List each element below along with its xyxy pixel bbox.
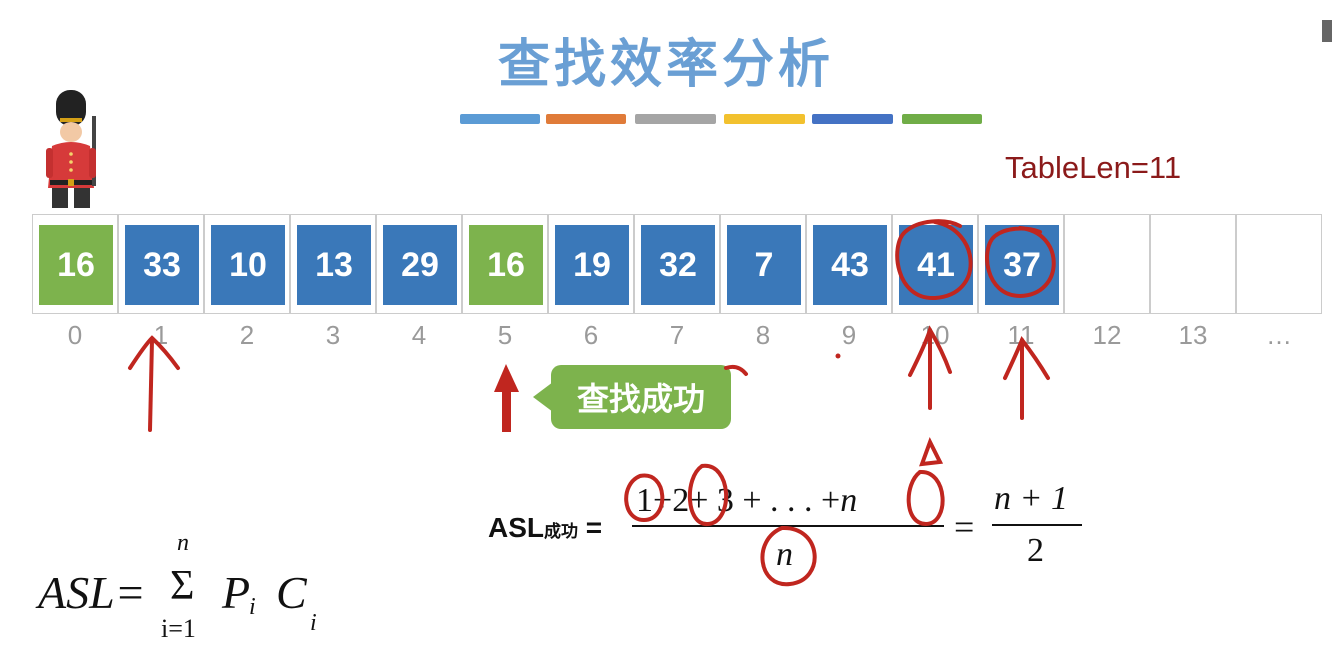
fraction-line <box>632 525 944 527</box>
cell-index: 7 <box>669 320 685 350</box>
term-c: C <box>276 567 307 618</box>
term-p-sub: i <box>249 594 256 620</box>
triangle-mark-icon <box>919 436 944 467</box>
cell-index: 10 <box>920 320 950 350</box>
cell-value: 16 <box>469 225 543 305</box>
circle-term-n-icon <box>906 469 945 527</box>
asl-denominator: n <box>776 536 793 573</box>
ink-dot-icon <box>835 353 841 359</box>
sum-sigma: Σ <box>170 563 195 609</box>
cell-index: 12 <box>1092 320 1122 350</box>
term-p: P <box>222 567 251 618</box>
table-cell: 43 <box>806 214 892 314</box>
cell-index: 0 <box>67 320 83 350</box>
sum-lower: i=1 <box>161 614 196 643</box>
table-cell: 13 <box>290 214 376 314</box>
corner-indicator <box>1322 20 1332 42</box>
cell-value: 13 <box>297 225 371 305</box>
arrow-under-1-icon <box>148 338 154 432</box>
color-bar-3 <box>635 114 716 124</box>
result-denominator: 2 <box>1027 532 1044 569</box>
table-cell: 33 <box>118 214 204 314</box>
cell-value: 29 <box>383 225 457 305</box>
table-cell: 19 <box>548 214 634 314</box>
numerator-term-2: 2 <box>672 482 690 519</box>
table-cell: 41 <box>892 214 978 314</box>
sum-upper: n <box>177 530 189 556</box>
cell-value: 37 <box>985 225 1059 305</box>
color-bar-5 <box>812 114 893 124</box>
table-cell: 32 <box>634 214 720 314</box>
bold-arrow-icon <box>494 364 519 432</box>
table-cell: 10 <box>204 214 290 314</box>
cell-index: 5 <box>497 320 513 350</box>
bubble-tail <box>533 382 553 412</box>
result-fraction-line <box>992 524 1082 526</box>
table-cell: 37 <box>978 214 1064 314</box>
asl-success-label: ASL成功 = <box>488 512 602 544</box>
cell-value: 33 <box>125 225 199 305</box>
cell-index: 13 <box>1178 320 1208 350</box>
cell-index: 1 <box>153 320 169 350</box>
color-bar-2 <box>546 114 626 124</box>
cell-index: 3 <box>325 320 341 350</box>
cell-index: 2 <box>239 320 255 350</box>
cell-value: 43 <box>813 225 887 305</box>
table-cell <box>1150 214 1236 314</box>
cell-index: … <box>1266 320 1292 350</box>
table-cell: 7 <box>720 214 806 314</box>
numerator-term-n: n <box>840 482 858 519</box>
asl-label-text: ASL <box>488 512 544 543</box>
color-bar-4 <box>724 114 805 124</box>
table-cell: 16 <box>462 214 548 314</box>
cell-value: 7 <box>727 225 801 305</box>
numerator-middle: + 3 + . . . + <box>689 482 841 519</box>
table-cell <box>1236 214 1322 314</box>
asl-numerator: 1+2+ 3 + . . . +n <box>636 482 857 520</box>
cell-value: 32 <box>641 225 715 305</box>
result-numerator: n + 1 <box>994 480 1068 517</box>
cell-value: 19 <box>555 225 629 305</box>
cell-value: 10 <box>211 225 285 305</box>
table-cell: 16 <box>32 214 118 314</box>
cell-index: 9 <box>841 320 857 350</box>
asl-equals: = <box>585 512 603 543</box>
cell-index: 6 <box>583 320 599 350</box>
asl-general-lhs: ASL= <box>38 567 146 618</box>
color-bar-1 <box>460 114 540 124</box>
result-equals: = <box>954 507 975 547</box>
cell-index: 4 <box>411 320 427 350</box>
numerator-term-1: 1 <box>636 482 653 519</box>
asl-label-subscript: 成功 <box>544 522 578 541</box>
search-success-bubble: 查找成功 <box>551 365 731 429</box>
table-cell: 29 <box>376 214 462 314</box>
color-bar-6 <box>902 114 982 124</box>
guard-sentinel-icon <box>46 90 96 208</box>
cell-index: 8 <box>755 320 771 350</box>
term-c-sub: i <box>310 610 317 636</box>
table-len-label: TableLen=11 <box>1005 150 1182 185</box>
page-title: 查找效率分析 <box>497 35 834 95</box>
table-cell <box>1064 214 1150 314</box>
numerator-plus-1: + <box>653 482 673 519</box>
cell-index: 11 <box>1007 320 1035 350</box>
cell-value: 41 <box>899 225 973 305</box>
cell-value: 16 <box>39 225 113 305</box>
